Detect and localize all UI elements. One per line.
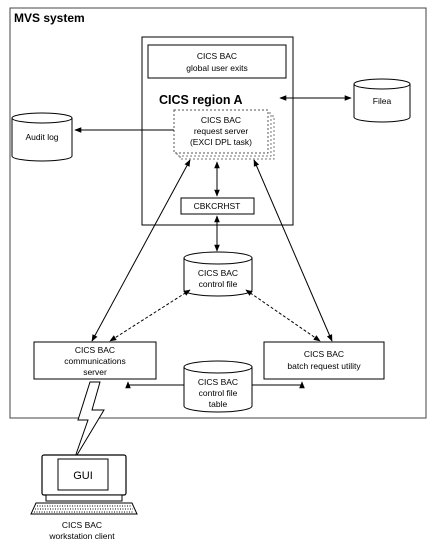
cbkcrhst-box: CBKCRHST [180,197,255,215]
cft-line-2: control file [199,388,238,398]
cics-region-title: CICS region A [159,93,243,107]
audit-log-cylinder: Audit log [11,112,73,162]
batch-utility-box: CICS BAC batch request utility [263,341,385,380]
arrow-controlfile-comm [109,289,191,342]
communications-server-box: CICS BAC communications server [33,341,157,380]
request-server-box: CICS BAC request server (EXCI DPL task) [173,109,275,160]
lightning-bolt-icon [73,381,105,461]
mvs-system-box: MVS system [9,7,427,419]
audit-log-label: Audit log [25,132,58,142]
control-file-line-2: control file [199,279,238,289]
gue-line-2: global user exits [186,63,247,73]
control-file-line-1: CICS BAC [198,268,238,278]
cft-line-1: CICS BAC [198,377,238,387]
cbkcrhst-label: CBKCRHST [194,201,241,211]
arrow-cft-comm [125,381,184,389]
cft-line-3: table [209,399,228,409]
control-file-cylinder: CICS BAC control file [183,251,253,297]
batch-line-1: CICS BAC [304,349,344,359]
arrow-controlfile-batch [245,289,321,342]
rs-line-2: request server [194,126,248,136]
connectors [74,95,352,389]
mvs-system-title: MVS system [14,11,85,25]
arrow-cft-batch [252,381,305,389]
comm-line-2: communications [64,356,125,366]
gui-label: GUI [73,470,93,482]
rs-line-1: CICS BAC [201,115,241,125]
batch-line-2: batch request utility [287,361,361,371]
comm-line-3: server [83,367,107,377]
rs-line-3: (EXCI DPL task) [190,137,252,147]
filea-cylinder: Filea [353,78,411,123]
workstation-client-line-2: workstation client [48,531,115,541]
workstation-computer-icon [30,454,138,515]
gue-line-1: CICS BAC [197,51,237,61]
arrow-comm-rs [91,159,191,342]
global-user-exits-box: CICS BAC global user exits [147,44,287,79]
comm-line-1: CICS BAC [75,345,115,355]
filea-label: Filea [373,96,392,106]
workstation-client-line-1: CICS BAC [62,520,102,530]
control-file-table-cylinder: CICS BAC control file table [183,360,253,413]
